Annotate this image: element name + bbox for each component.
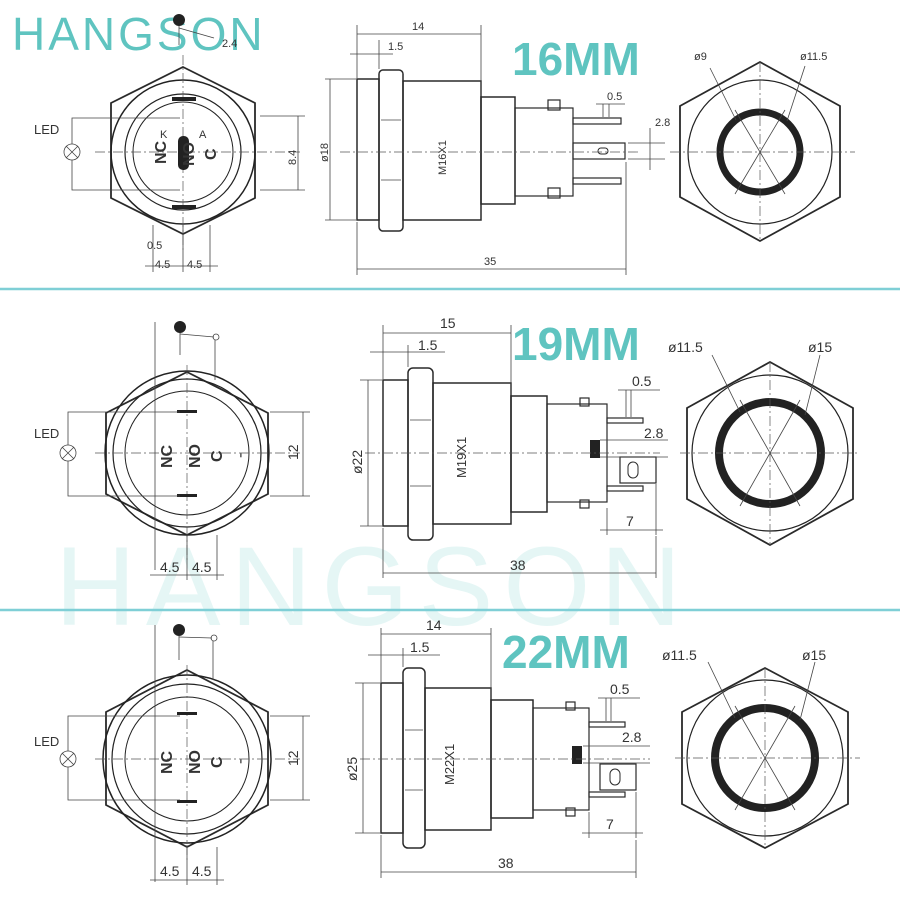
dim-flange: 1.5 xyxy=(410,639,430,655)
dim-pitch-a: 4.5 xyxy=(160,863,180,879)
pin-no: NO xyxy=(187,444,204,468)
section-22mm: 22MM NC NO C - LED xyxy=(34,617,860,885)
pin-minus: - xyxy=(232,453,249,458)
dim-flange: 1.5 xyxy=(418,337,438,353)
pin-c: C xyxy=(209,450,226,462)
section-19mm: 19MM NC NO C - LED xyxy=(34,315,860,580)
side-view: M16X1 ø18 14 1.5 0.5 2.8 xyxy=(319,21,670,275)
side-view: M19X1 ø22 15 1.5 0.5 2.8 7 xyxy=(349,315,668,578)
side-view: M22X1 ø25 14 1.5 0.5 2.8 7 xyxy=(344,617,650,878)
pin-nc: NC xyxy=(153,140,170,164)
dim-width: 8.4 xyxy=(287,150,299,165)
pin-c: C xyxy=(209,756,226,768)
pin-nc: NC xyxy=(159,750,176,774)
dim-diameter: ø25 xyxy=(344,757,360,781)
thread-label: M16X1 xyxy=(437,140,449,175)
dim-overall-length: 35 xyxy=(484,256,496,268)
size-label: 16MM xyxy=(512,33,640,85)
dim-width: 12 xyxy=(285,750,301,766)
dim-terminal-length: 7 xyxy=(606,816,614,832)
dim-terminal-width: 2.8 xyxy=(622,729,642,745)
dim-diameter: ø22 xyxy=(349,450,365,474)
pin-no: NO xyxy=(187,750,204,774)
front-view: NC NO C - LED 12 4.5 4.5 xyxy=(34,321,310,580)
pin-c: C xyxy=(203,148,220,160)
pin-a: A xyxy=(199,129,207,141)
dim-overall-length: 38 xyxy=(510,557,526,573)
pin-nc: NC xyxy=(159,444,176,468)
dim-terminal-length: 7 xyxy=(626,513,634,529)
pin-minus: - xyxy=(232,759,249,764)
dim-terminal-width: 2.8 xyxy=(655,117,670,129)
dim-pitch-b: 4.5 xyxy=(192,559,212,575)
dim-top: 2.4 xyxy=(222,38,237,50)
rear-inner-ring: ø11.5 xyxy=(662,647,697,663)
watermark: HANGSON xyxy=(55,524,691,649)
dim-diameter: ø18 xyxy=(319,143,331,162)
rear-view: ø11.5 ø15 xyxy=(662,647,860,850)
dim-length: 14 xyxy=(426,617,442,633)
dim-pitch-a: 4.5 xyxy=(160,559,180,575)
thread-label: M19X1 xyxy=(454,437,469,478)
dim-terminal-thickness: 0.5 xyxy=(610,681,630,697)
dim-flange: 1.5 xyxy=(388,41,403,53)
dim-width: 12 xyxy=(285,444,301,460)
rear-outer-ring: ø11.5 xyxy=(800,51,827,63)
rear-outer-ring: ø15 xyxy=(808,339,832,355)
section-16mm: 16MM 2.4 NC NO C A K LED xyxy=(34,14,855,275)
dim-pitch-b: 4.5 xyxy=(187,259,202,271)
dim-pitch-b: 4.5 xyxy=(192,863,212,879)
pin-k: K xyxy=(160,129,168,141)
dim-terminal-width: 2.8 xyxy=(644,425,664,441)
dim-length: 14 xyxy=(412,21,424,33)
dim-pitch-a: 4.5 xyxy=(155,259,170,271)
led-label: LED xyxy=(34,734,59,749)
front-view: NC NO C - LED 12 4.5 4.5 xyxy=(34,624,310,885)
front-view: 2.4 NC NO C A K LED 8.4 0.5 4.5 4.5 xyxy=(34,14,305,272)
rear-view: ø11.5 ø15 xyxy=(668,339,860,547)
dim-offset: 0.5 xyxy=(147,240,162,252)
rear-view: ø9 ø11.5 xyxy=(670,51,855,243)
size-label: 19MM xyxy=(512,318,640,370)
rear-outer-ring: ø15 xyxy=(802,647,826,663)
led-label: LED xyxy=(34,122,59,137)
dim-length: 15 xyxy=(440,315,456,331)
dim-terminal-thickness: 0.5 xyxy=(607,91,622,103)
size-label: 22MM xyxy=(502,626,630,678)
pin-no: NO xyxy=(181,142,198,166)
rear-inner-ring: ø9 xyxy=(694,51,707,63)
led-label: LED xyxy=(34,426,59,441)
dim-overall-length: 38 xyxy=(498,855,514,871)
thread-label: M22X1 xyxy=(442,744,457,785)
rear-inner-ring: ø11.5 xyxy=(668,339,703,355)
brand-logo: HANGSON xyxy=(12,8,266,60)
dim-terminal-thickness: 0.5 xyxy=(632,373,652,389)
